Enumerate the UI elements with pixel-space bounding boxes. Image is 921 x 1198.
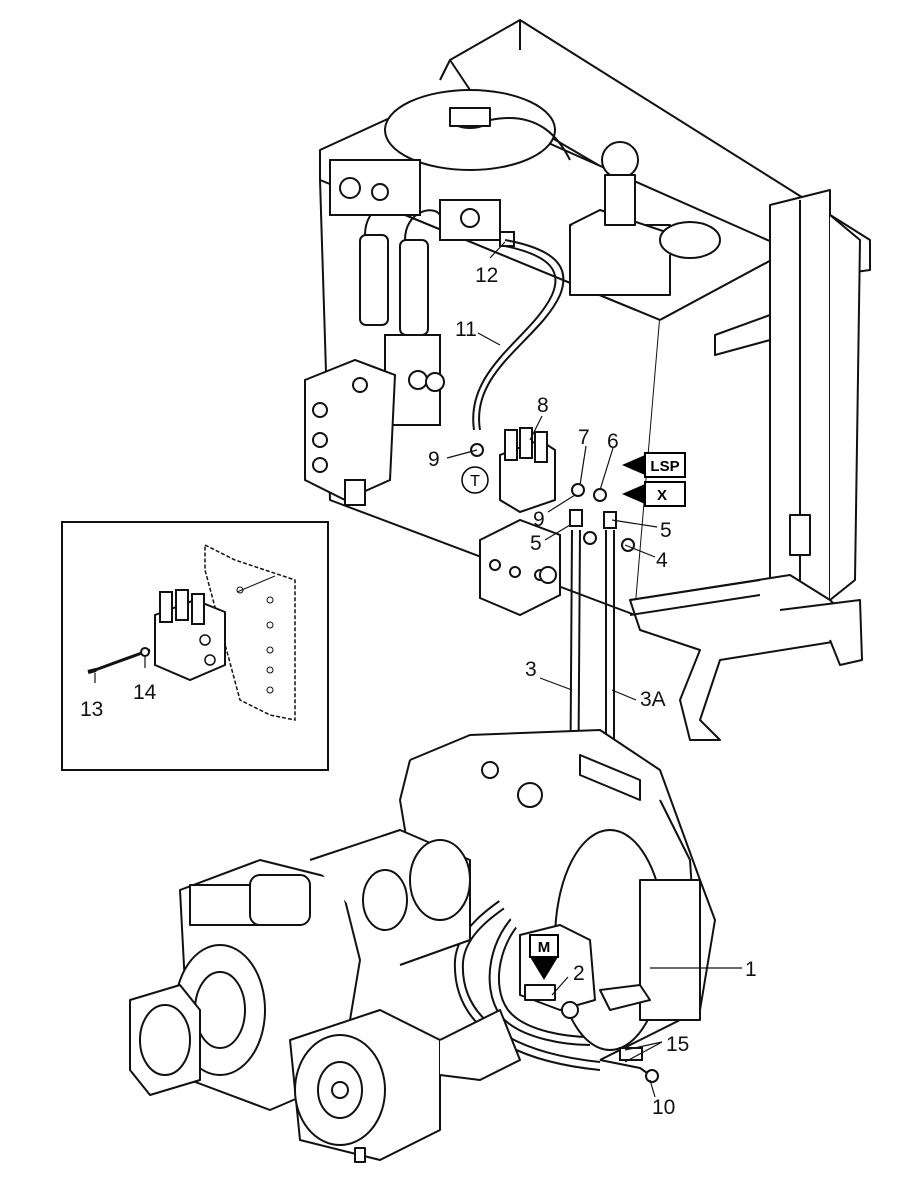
- callout-3: 3: [525, 658, 537, 681]
- m-tag-text: M: [538, 939, 551, 956]
- t-circle-tag: T: [461, 466, 489, 494]
- x-tag: X: [622, 481, 686, 507]
- callout-10: 10: [652, 1096, 675, 1119]
- lsp-tag: LSP: [622, 452, 686, 478]
- callout-9-lower: 9: [533, 508, 545, 531]
- callout-5-left: 5: [530, 532, 542, 555]
- callout-9-upper: 9: [428, 448, 440, 471]
- callout-14: 14: [133, 681, 157, 704]
- inset-detail: [61, 521, 329, 771]
- fittings: [569, 483, 635, 552]
- callout-1: 1: [745, 958, 757, 981]
- callout-5-right: 5: [660, 519, 672, 542]
- callout-11: 11: [455, 318, 477, 341]
- callout-12: 12: [475, 264, 498, 287]
- manifold-block: [479, 518, 561, 617]
- callout-15: 15: [666, 1033, 689, 1056]
- hose-11: [472, 231, 565, 431]
- valve-block-8: [470, 427, 556, 514]
- callout-3a: 3A: [640, 688, 666, 711]
- leader-lines: [94, 241, 742, 1098]
- callout-13: 13: [80, 698, 103, 721]
- callout-7: 7: [578, 426, 590, 449]
- hydraulic-pump-assembly: [129, 829, 521, 1163]
- t-tag-text: T: [470, 473, 480, 490]
- m-tag: M: [529, 934, 559, 980]
- lsp-tag-text: LSP: [650, 458, 679, 475]
- tank-front-ports: [329, 159, 501, 241]
- callout-4: 4: [656, 549, 668, 572]
- callout-8: 8: [537, 394, 549, 417]
- callout-labels: 1 2 3 3A 4 5 5 6 7 8 9 9 10 11 12 13 14 …: [80, 264, 757, 1119]
- transmission: [399, 729, 716, 1061]
- x-tag-text: X: [657, 487, 667, 504]
- bolt-10: [599, 1047, 659, 1083]
- tank-suction-pipes: [304, 200, 445, 506]
- callout-6: 6: [607, 430, 619, 453]
- callout-2: 2: [573, 962, 585, 985]
